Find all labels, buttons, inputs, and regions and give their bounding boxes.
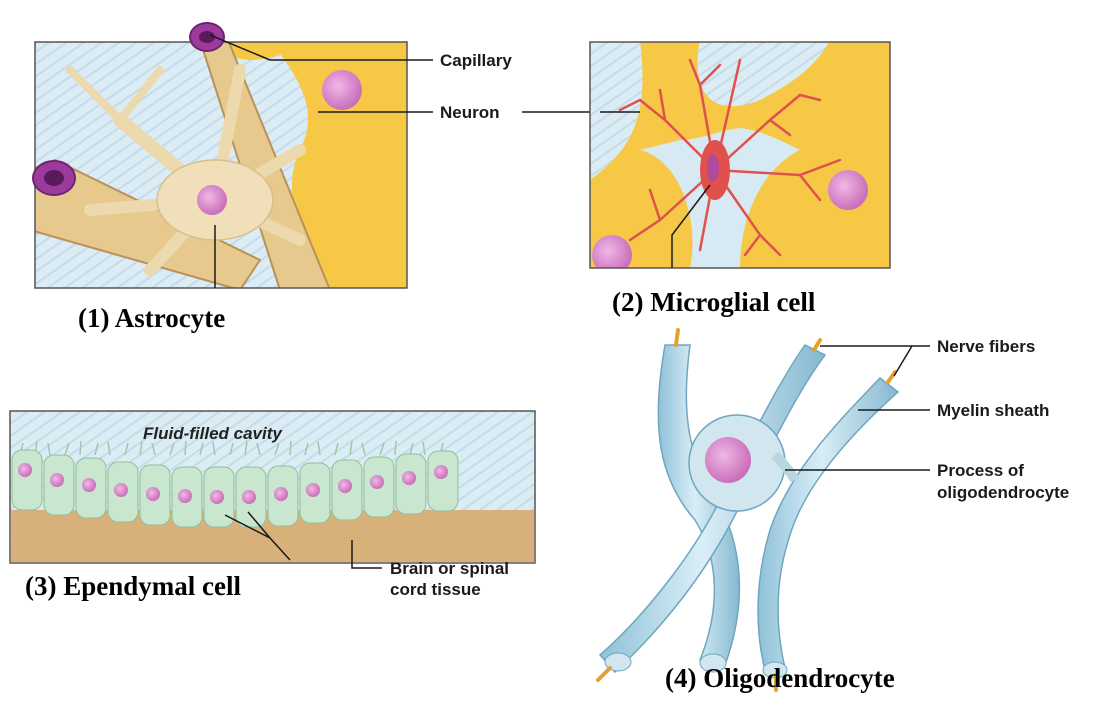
oligodendrocyte-panel: Nerve fibers Myelin sheath Process of ol… — [598, 330, 1069, 693]
tissue-label-line2: cord tissue — [390, 580, 481, 599]
microglial-caption: (2) Microglial cell — [612, 287, 816, 317]
astrocyte-caption: (1) Astrocyte — [78, 303, 225, 333]
process-label-line1: Process of — [937, 461, 1024, 480]
ependymal-caption: (3) Ependymal cell — [25, 571, 241, 601]
oligodendrocyte-caption: (4) Oligodendrocyte — [665, 663, 895, 693]
tissue-label-line1: Brain or spinal — [390, 559, 509, 578]
nerve-fibers-label: Nerve fibers — [937, 337, 1035, 356]
process-label-line2: oligodendrocyte — [937, 483, 1069, 502]
microglial-panel: (2) Microglial cell — [590, 40, 890, 317]
microglia-illustration — [590, 40, 890, 275]
ependymal-panel: Fluid-filled cavity — [10, 411, 535, 601]
neuron-label: Neuron — [440, 103, 500, 122]
oligodendrocyte-nucleus-icon — [705, 437, 751, 483]
fluid-filled-cavity-label: Fluid-filled cavity — [143, 424, 283, 443]
capillary-label: Capillary — [440, 51, 512, 70]
astrocyte-panel: Capillary Neuron (1) Astrocyte — [30, 23, 640, 333]
myelin-sheath-label: Myelin sheath — [937, 401, 1049, 420]
astrocyte-illustration — [30, 40, 410, 290]
